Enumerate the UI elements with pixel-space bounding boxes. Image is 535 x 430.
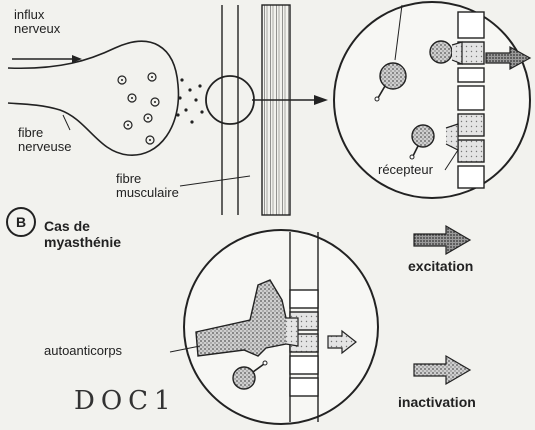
excitation-legend-arrow (414, 226, 470, 254)
fibre-nerveuse-label: fibre nerveuse (18, 126, 71, 154)
recepteur-label: récepteur (378, 163, 433, 177)
neurotransmitter-dots (176, 78, 203, 123)
inactivation-legend-arrow (414, 356, 470, 384)
synaptic-vesicles (118, 73, 159, 144)
myasthenia-synapse-zoom (170, 230, 378, 424)
autoanticorps-label: autoanticorps (44, 344, 122, 358)
doc-handwritten-label: DOC1 (74, 394, 177, 408)
influx-nerveux-label: influx nerveux (14, 8, 60, 36)
inactivation-label: inactivation (398, 394, 476, 410)
fibre-musculaire-label: fibre musculaire (116, 172, 179, 200)
excitation-label: excitation (408, 258, 473, 274)
muscle-fiber (222, 5, 290, 215)
section-b-marker: B (6, 207, 36, 237)
section-title: Cas de myasthénie (44, 218, 121, 250)
zoom-circle (206, 76, 254, 124)
